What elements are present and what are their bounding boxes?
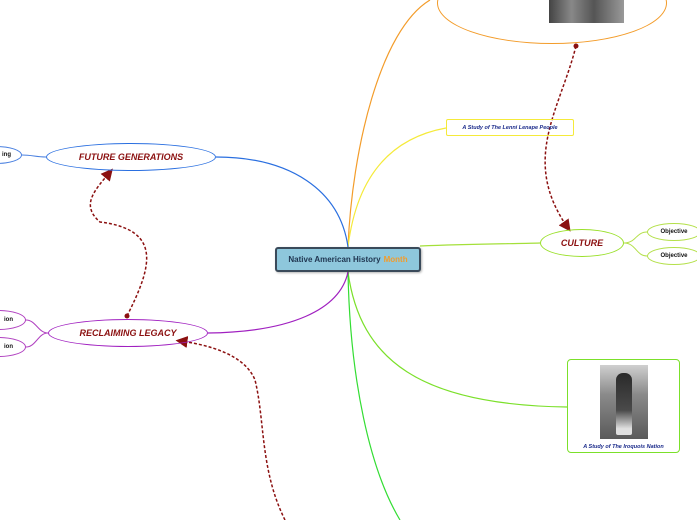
topic-culture[interactable]: CULTURE [540,229,624,257]
connector-lenni [347,127,447,248]
central-topic[interactable]: Native American History Month [275,247,421,272]
connector-culture [419,242,541,247]
topic-reclaiming-legacy-label: RECLAIMING LEGACY [79,328,177,338]
connector-future [215,156,349,248]
topic-iroquois-label: A Study of The Iroquois Nation [583,444,664,450]
top-topic-photo [549,0,624,23]
subtopic-objective-2[interactable]: Objective [647,247,697,265]
topic-culture-label: CULTURE [560,238,604,248]
relationship-start-dot [124,313,130,319]
connector-iroquois [347,271,568,408]
topic-reclaiming-legacy[interactable]: RECLAIMING LEGACY [48,319,208,347]
subtopic-reclaim-child-1-label: ion [4,317,13,323]
connector-objective-2 [623,242,648,257]
connector-objective-1 [623,231,648,244]
topic-iroquois[interactable]: A Study of The Iroquois Nation [567,359,680,453]
relationship-top-to-culture [544,45,577,232]
connector-top [347,0,431,248]
connector-reclaim [207,271,349,334]
relationship-bottom-to-reclaim [175,336,286,520]
subtopic-objective-1-label: Objective [660,229,688,235]
connector-reclaim-child-2 [25,332,49,348]
relationship-start-dot [573,43,579,49]
central-accent: Month [383,255,408,264]
central-title: Native American History [288,255,381,264]
relationship-reclaim-to-future [89,168,148,317]
topic-lenni-lenape[interactable]: A Study of The Lenni Lenape People [446,119,574,136]
iroquois-photo [599,365,648,439]
topic-future-generations[interactable]: FUTURE GENERATIONS [46,143,216,171]
subtopic-objective-2-label: Objective [660,253,688,259]
connector-reclaim-child-1 [25,319,49,334]
connector-future-child [21,154,47,158]
connector-bottom [347,271,401,520]
topic-lenni-lenape-label: A Study of The Lenni Lenape People [462,124,558,131]
subtopic-future-child-label: ing [2,152,11,158]
subtopic-objective-1[interactable]: Objective [647,223,697,241]
topic-future-generations-label: FUTURE GENERATIONS [78,152,184,162]
subtopic-reclaim-child-2-label: ion [4,344,13,350]
